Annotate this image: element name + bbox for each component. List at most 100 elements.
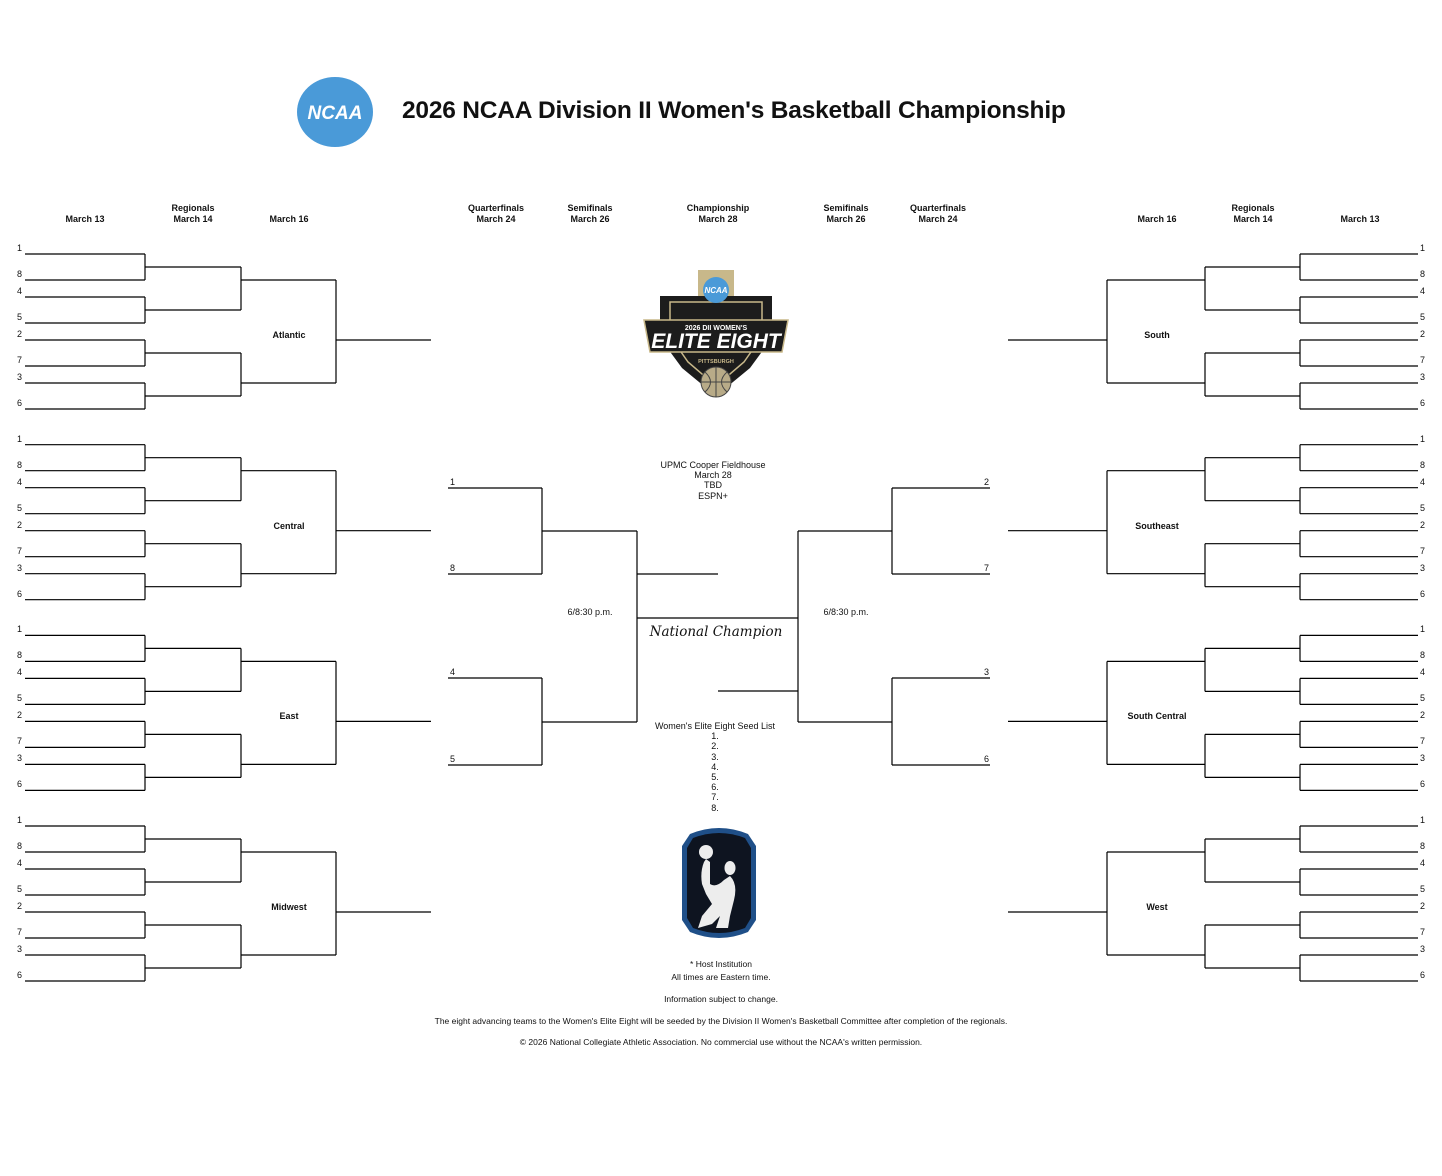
seed-number: 3 <box>1420 944 1426 954</box>
seed-list-item: 7. <box>711 792 719 803</box>
seed-number: 8 <box>1420 459 1426 470</box>
elite-eight-seed-right: 6 <box>984 754 990 764</box>
seed-number: 4 <box>17 667 23 678</box>
region-label-west: West <box>1146 902 1168 912</box>
championship-time: TBD <box>704 480 722 491</box>
seed-number: 1 <box>17 815 23 825</box>
svg-text:ELITE EIGHT: ELITE EIGHT <box>651 330 783 353</box>
seed-number: 7 <box>17 736 23 747</box>
seed-number: 1 <box>17 243 23 253</box>
seed-number: 2 <box>1420 519 1426 530</box>
seed-number: 3 <box>17 562 23 573</box>
seeding-note: The eight advancing teams to the Women's… <box>434 1016 1008 1026</box>
seed-number: 6 <box>17 398 23 408</box>
seed-number: 4 <box>17 286 23 296</box>
seed-number: 7 <box>1420 545 1426 556</box>
host-note: * Host Institution <box>690 959 752 969</box>
seed-list-item: 1. <box>711 731 719 742</box>
seed-number: 3 <box>1420 562 1426 573</box>
seed-number: 3 <box>17 753 23 764</box>
region-label-east: East <box>279 711 299 722</box>
seed-number: 1 <box>1420 815 1426 825</box>
seed-number: 3 <box>1420 753 1426 764</box>
round-header-left-r1: March 13 <box>65 214 105 224</box>
seed-number: 8 <box>1420 650 1426 661</box>
elite-eight-seed-left: 5 <box>450 754 456 764</box>
elite-eight-seed-right: 3 <box>984 667 990 677</box>
seed-number: 2 <box>17 710 23 721</box>
seed-number: 8 <box>17 269 23 279</box>
region-label-south-central: South Central <box>1127 711 1187 722</box>
seed-number: 1 <box>1420 433 1426 444</box>
svg-text:2026 DII WOMEN'S: 2026 DII WOMEN'S <box>685 325 748 332</box>
seed-number: 4 <box>1420 858 1426 868</box>
seed-list-item: 3. <box>711 751 719 762</box>
round-header-left-r3: March 16 <box>269 214 309 224</box>
seed-number: 1 <box>17 433 23 444</box>
svg-text:PITTSBURGH: PITTSBURGH <box>698 359 734 365</box>
seed-number: 6 <box>1420 398 1426 408</box>
seed-number: 4 <box>1420 286 1426 296</box>
seed-number: 2 <box>1420 329 1426 339</box>
seed-number: 6 <box>1420 779 1426 790</box>
seed-number: 5 <box>17 884 23 894</box>
venue: UPMC Cooper Fieldhouse <box>660 460 766 470</box>
seed-number: 7 <box>1420 927 1426 937</box>
seed-number: 1 <box>1420 624 1426 635</box>
elite-eight-logo: NCAA 2026 DII WOMEN'S ELITE EIGHT PITTSB… <box>640 268 792 404</box>
semifinal-time-right: 6/8:30 p.m. <box>823 607 869 617</box>
elite-eight-seed-left: 1 <box>450 477 456 487</box>
seed-number: 5 <box>1420 884 1426 894</box>
seed-number: 3 <box>17 372 23 382</box>
seed-number: 3 <box>1420 372 1426 382</box>
tv-network: ESPN+ <box>698 490 728 501</box>
round-header-right-r3: March 16 <box>1137 214 1177 224</box>
seed-number: 6 <box>17 779 23 790</box>
seed-number: 4 <box>17 858 23 868</box>
seed-number: 8 <box>1420 269 1426 279</box>
seed-number: 2 <box>17 901 23 911</box>
seed-number: 6 <box>1420 588 1426 599</box>
seed-list-item: 6. <box>711 782 719 793</box>
seed-number: 8 <box>17 459 23 470</box>
seed-list-item: 4. <box>711 761 719 772</box>
seed-number: 5 <box>1420 693 1426 704</box>
seed-number: 8 <box>1420 841 1426 851</box>
svg-text:NCAA: NCAA <box>308 103 363 124</box>
change-note: Information subject to change. <box>664 994 778 1004</box>
seed-number: 4 <box>17 476 23 487</box>
seed-number: 5 <box>1420 312 1426 322</box>
seed-number: 8 <box>17 841 23 851</box>
seed-number: 7 <box>17 545 23 556</box>
seed-list-item: 2. <box>711 741 719 752</box>
copyright: © 2026 National Collegiate Athletic Asso… <box>519 1037 923 1047</box>
seed-number: 7 <box>17 927 23 937</box>
national-champion-label: National Champion <box>649 624 783 640</box>
seed-number: 1 <box>1420 243 1426 253</box>
seed-number: 5 <box>17 693 23 704</box>
seed-number: 1 <box>17 624 23 635</box>
seed-number: 5 <box>1420 502 1426 513</box>
round-header-right-r1: March 13 <box>1340 214 1380 224</box>
seed-number: 3 <box>17 944 23 954</box>
seed-number: 7 <box>1420 736 1426 747</box>
seed-number: 5 <box>17 502 23 513</box>
seed-number: 6 <box>17 970 23 980</box>
seed-number: 4 <box>1420 476 1426 487</box>
seed-number: 8 <box>17 650 23 661</box>
seed-number: 6 <box>1420 970 1426 980</box>
seed-number: 2 <box>1420 901 1426 911</box>
seed-number: 2 <box>17 519 23 530</box>
region-label-midwest: Midwest <box>271 902 307 912</box>
seed-number: 4 <box>1420 667 1426 678</box>
seed-list-item: 5. <box>711 772 719 783</box>
page-title: 2026 NCAA Division II Women's Basketball… <box>402 97 1066 124</box>
seed-number: 5 <box>17 312 23 322</box>
svg-text:NCAA: NCAA <box>704 286 727 295</box>
elite-eight-seed-left: 4 <box>450 667 456 677</box>
seed-number: 6 <box>17 588 23 599</box>
